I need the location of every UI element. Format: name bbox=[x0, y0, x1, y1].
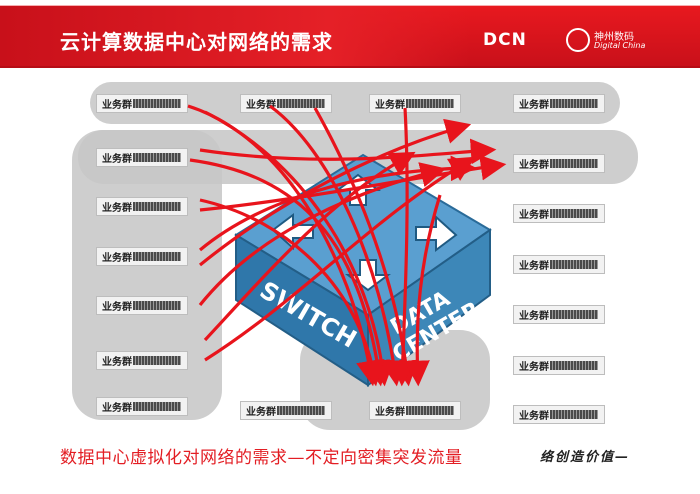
server-rack-icon bbox=[277, 99, 325, 108]
group-region-left bbox=[72, 130, 222, 420]
server-rack-icon bbox=[550, 159, 598, 168]
business-group-node: 业务群 bbox=[240, 94, 332, 113]
footer-slogan: 络创造价值— bbox=[540, 450, 631, 465]
business-group-node: 业务群 bbox=[96, 94, 188, 113]
slide-title: 云计算数据中心对网络的需求 bbox=[60, 30, 333, 54]
title-bar: 云计算数据中心对网络的需求 DCN 神州数码 Digital China bbox=[0, 0, 700, 66]
footer-caption: 数据中心虚拟化对网络的需求—不定向密集突发流量 bbox=[60, 448, 463, 468]
traffic-arrow bbox=[204, 156, 476, 362]
server-rack-icon bbox=[133, 202, 181, 211]
business-group-node: 业务群 bbox=[96, 197, 188, 216]
traffic-arrow bbox=[203, 151, 416, 342]
traffic-arrow bbox=[204, 110, 395, 387]
business-group-node: 业务群 bbox=[96, 397, 188, 416]
company-name-cn: 神州数码 bbox=[594, 32, 634, 43]
business-group-node: 业务群 bbox=[513, 305, 605, 324]
server-rack-icon bbox=[550, 209, 598, 218]
company-name-en: Digital China bbox=[594, 41, 646, 50]
traffic-arrow bbox=[199, 198, 385, 387]
digital-china-logo: 神州数码 Digital China bbox=[566, 26, 686, 56]
server-rack-icon bbox=[406, 99, 454, 108]
traffic-arrow bbox=[269, 104, 407, 387]
dcn-logo: DCN bbox=[483, 30, 527, 50]
traffic-arrow bbox=[187, 104, 382, 387]
server-rack-icon bbox=[550, 361, 598, 370]
traffic-arrow bbox=[389, 107, 416, 387]
business-group-node: 业务群 bbox=[513, 356, 605, 375]
business-group-node: 业务群 bbox=[96, 296, 188, 315]
server-rack-icon bbox=[550, 99, 598, 108]
server-rack-icon bbox=[133, 153, 181, 162]
business-group-node: 业务群 bbox=[513, 204, 605, 223]
traffic-arrow bbox=[198, 162, 447, 307]
title-band bbox=[0, 6, 470, 66]
server-rack-icon bbox=[406, 406, 454, 415]
traffic-arrow bbox=[404, 194, 442, 387]
business-group-node: 业务群 bbox=[96, 247, 188, 266]
business-group-node: 业务群 bbox=[513, 154, 605, 173]
server-rack-icon bbox=[133, 402, 181, 411]
business-group-node: 业务群 bbox=[96, 148, 188, 167]
server-rack-icon bbox=[550, 260, 598, 269]
server-rack-icon bbox=[133, 356, 181, 365]
traffic-arrow bbox=[313, 107, 419, 387]
business-group-node: 业务群 bbox=[513, 405, 605, 424]
server-rack-icon bbox=[550, 410, 598, 419]
business-group-node: 业务群 bbox=[513, 94, 605, 113]
business-group-node: 业务群 bbox=[96, 351, 188, 370]
business-group-node: 业务群 bbox=[513, 255, 605, 274]
business-group-node: 业务群 bbox=[369, 94, 461, 113]
server-rack-icon bbox=[133, 99, 181, 108]
business-group-node: 业务群 bbox=[369, 401, 461, 420]
digital-china-logo-icon bbox=[566, 28, 590, 52]
server-rack-icon bbox=[550, 310, 598, 319]
server-rack-icon bbox=[277, 406, 325, 415]
server-rack-icon bbox=[133, 301, 181, 310]
traffic-arrow bbox=[198, 118, 472, 267]
business-group-node: 业务群 bbox=[240, 401, 332, 420]
title-underline bbox=[0, 66, 700, 68]
traffic-arrow bbox=[199, 138, 497, 165]
server-rack-icon bbox=[133, 252, 181, 261]
